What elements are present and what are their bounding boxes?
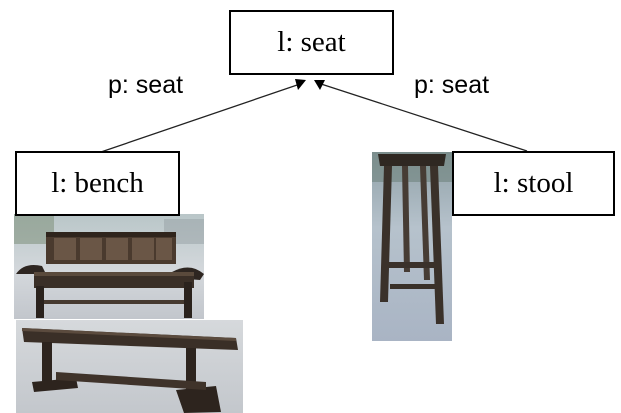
node-bench-label: l: bench xyxy=(51,167,144,199)
arrowhead-left xyxy=(295,79,306,90)
node-stool-label: l: stool xyxy=(493,167,574,199)
node-bench: l: bench xyxy=(15,151,180,216)
node-seat-label: l: seat xyxy=(277,26,346,58)
edge-stool-to-seat xyxy=(317,82,528,152)
table-bench-image xyxy=(16,320,243,413)
node-stool: l: stool xyxy=(452,151,615,216)
edge-label-right: p: seat xyxy=(414,71,490,99)
edge-label-left: p: seat xyxy=(108,71,184,99)
stool-image xyxy=(372,152,452,341)
edge-bench-to-seat xyxy=(97,82,304,154)
arrowhead-right xyxy=(314,80,325,90)
bench-image xyxy=(14,214,204,319)
node-seat: l: seat xyxy=(229,10,394,75)
